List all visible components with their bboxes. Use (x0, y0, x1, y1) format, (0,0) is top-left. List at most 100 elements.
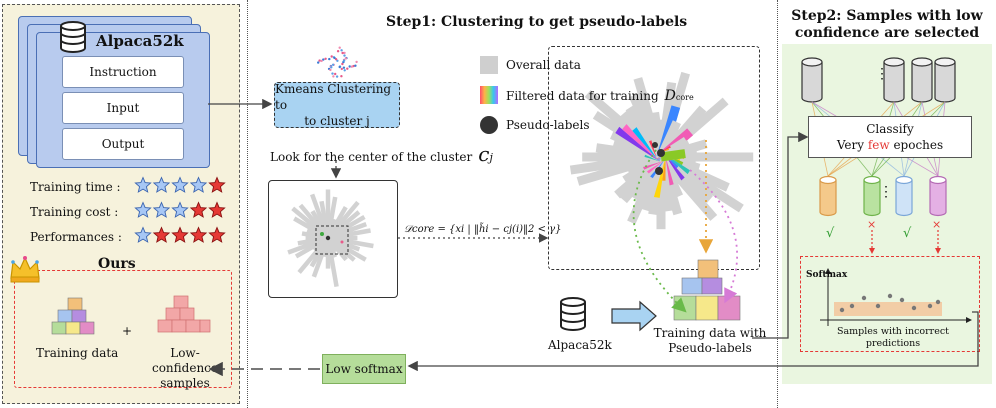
divider-left (247, 0, 248, 408)
radial-bar (582, 152, 661, 162)
cluster-point (350, 65, 353, 68)
cluster-point (322, 58, 325, 61)
cluster-point (331, 63, 335, 66)
cluster-point (320, 232, 324, 236)
star-blue-icon (152, 201, 171, 218)
mini-radial-chart (287, 189, 374, 288)
dots-bottom: ⋮ (879, 184, 893, 200)
cluster-point (336, 59, 339, 62)
low-confidence-label: Low-confidence samples (140, 346, 230, 391)
output-cylinder-icon (863, 180, 881, 217)
gray-bar (326, 236, 367, 262)
gray-bar (656, 81, 677, 158)
sample-point (861, 295, 867, 301)
pseudo-training-label: Training data with Pseudo-labels (650, 326, 770, 356)
gray-bar (661, 152, 754, 162)
radial-bar (325, 196, 338, 239)
input-cylinder-top (911, 57, 933, 67)
sample-point (911, 305, 917, 311)
gray-bar (327, 228, 371, 241)
field-instruction: Instruction (62, 56, 184, 88)
cluster-point (334, 58, 338, 61)
cluster-center-symbol: c (478, 142, 490, 166)
rating-label: Training cost : (30, 205, 119, 219)
training-data-label: Training data (36, 346, 119, 360)
epochs-pre: Very (836, 138, 868, 152)
cluster-point (340, 49, 343, 52)
star-red-icon (208, 201, 226, 218)
cluster-dots-icon (317, 46, 358, 78)
radial-bar (311, 237, 331, 278)
radial-bar (656, 81, 677, 158)
database-icon (60, 21, 86, 53)
classify-box: Classify Very few epoches (808, 116, 972, 158)
mark-3: √ (903, 226, 912, 241)
pseudo-training-blocks (673, 259, 741, 321)
cluster-point (355, 60, 358, 64)
cluster-point (335, 75, 339, 78)
input-cylinder-top (801, 57, 823, 67)
star-red-icon (189, 226, 208, 243)
cluster-point (342, 59, 346, 62)
radial-bar (327, 228, 371, 241)
star-row (134, 201, 226, 223)
star-red-icon (208, 226, 226, 243)
radial-bar (327, 235, 374, 249)
cluster-center-text: Look for the center of the cluster c j (270, 142, 493, 166)
cluster-point (329, 68, 332, 72)
pseudo-label-dot (657, 149, 665, 157)
rating-label: Performances : (30, 230, 122, 244)
rating-label: Training time : (30, 180, 121, 194)
star-red-icon (208, 176, 226, 193)
star-row (134, 226, 226, 248)
mark-4: × (932, 218, 942, 231)
step2-title-line-2: confidence are selected (794, 25, 980, 41)
big-radial-chart (569, 71, 754, 230)
incorrect-line-2: predictions (865, 338, 921, 349)
cluster-point (338, 46, 341, 49)
step1-title: Step1: Clustering to get pseudo-labels (386, 14, 688, 30)
cluster-point (328, 57, 331, 61)
cluster-point (346, 67, 349, 70)
cluster-point (343, 54, 346, 57)
output-cylinder-icon (929, 180, 947, 217)
sample-point (935, 299, 941, 305)
field-output: Output (62, 128, 184, 160)
training-data-blocks (51, 297, 95, 335)
legend-overall-label: Overall data (506, 58, 581, 72)
sample-point (927, 303, 933, 309)
star-blue-icon (152, 176, 171, 193)
legend-pseudo-label: Pseudo-labels (506, 118, 590, 132)
pseudo-label-dot (655, 167, 663, 175)
sample-point (875, 303, 881, 309)
cluster-point (318, 59, 321, 62)
cluster-point (333, 56, 336, 60)
cluster-point (338, 65, 341, 69)
cluster-center-label: Look for the center of the cluster (270, 150, 473, 164)
sample-point (887, 293, 893, 299)
star-blue-icon (189, 176, 208, 193)
output-cylinder-top (895, 175, 913, 185)
mark-2: × (867, 218, 877, 231)
star-blue-icon (134, 176, 152, 193)
gray-bar (327, 235, 374, 249)
input-cylinder-icon (934, 62, 956, 103)
radial-bar (326, 236, 367, 262)
rating-training-time: Training time : (30, 176, 226, 198)
cluster-point (341, 62, 344, 66)
cluster-point (344, 57, 347, 60)
input-cylinder-icon (801, 62, 823, 103)
input-cylinder-icon (911, 62, 933, 103)
cluster-point (331, 72, 334, 75)
pseudo-training-line-1: Training data with (653, 326, 767, 340)
incorrect-line-1: Samples with incorrect (837, 326, 949, 337)
rating-training-cost: Training cost : (30, 201, 226, 223)
sample-point (849, 303, 855, 309)
low-confidence-line-1: Low-confidence (151, 346, 218, 375)
gray-bar (328, 235, 358, 241)
input-cylinder-top (883, 57, 905, 67)
output-cylinder-icon (819, 180, 837, 217)
star-row (134, 176, 226, 198)
cluster-point (348, 65, 351, 68)
star-blue-icon (171, 176, 189, 193)
